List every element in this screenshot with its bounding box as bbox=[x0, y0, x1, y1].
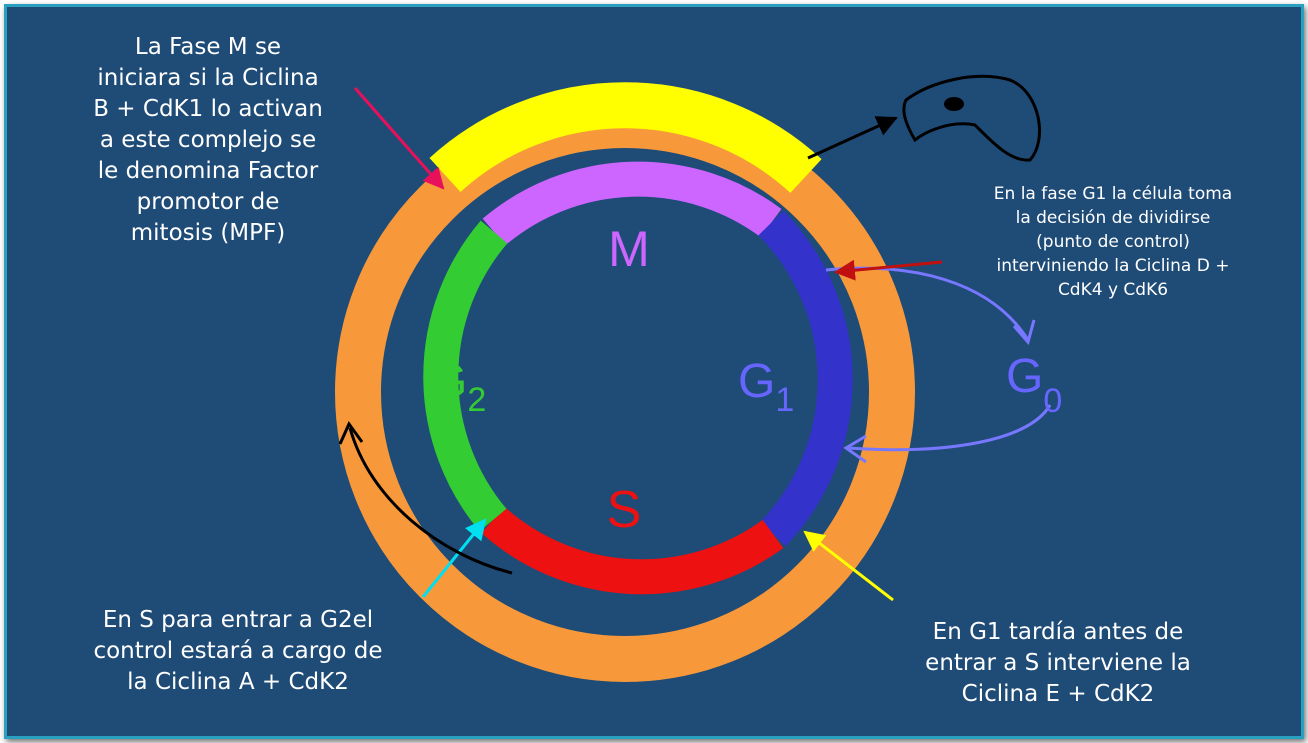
s-g2-note-line: En S para entrar a G2el bbox=[102, 607, 374, 633]
mpf-note-line: a este complejo se bbox=[99, 127, 317, 153]
g1-label: G1 bbox=[738, 355, 794, 419]
s-g2-note-line: la Ciclina A + CdK2 bbox=[127, 669, 349, 695]
mpf-note-line: La Fase M se bbox=[134, 34, 282, 60]
mpf-note-line: iniciara si la Ciclina bbox=[97, 65, 319, 91]
g1-late-note: En G1 tardía antes de entrar a S intervi… bbox=[858, 617, 1258, 710]
g0-return-arrow bbox=[847, 404, 1052, 452]
g1-late-note-line: entrar a S interviene la bbox=[925, 650, 1191, 676]
g0-exit-arrow bbox=[825, 266, 1030, 341]
s-segment bbox=[481, 506, 784, 595]
g1-decision-note-line: (punto de control) bbox=[1036, 232, 1190, 252]
cycle-direction-arrow bbox=[348, 427, 513, 575]
s-g2-note: En S para entrar a G2el control estará a… bbox=[28, 605, 448, 698]
mpf-pointer-arrow bbox=[353, 87, 445, 190]
g1-decision-note-line: CdK4 y CdK6 bbox=[1057, 280, 1169, 300]
g1-checkpoint-pointer-arrow bbox=[833, 259, 943, 281]
s-g2-pointer-arrow bbox=[421, 518, 487, 598]
mpf-note-line: B + CdK1 lo activan bbox=[93, 96, 323, 122]
cell-nucleus bbox=[944, 97, 964, 111]
m-inner-label: M bbox=[608, 221, 650, 277]
interphase-label: I bbox=[620, 628, 633, 681]
mpf-note-line: promotor de bbox=[136, 189, 280, 215]
m-phase-outer-band bbox=[429, 82, 822, 194]
cell-exit-arrow bbox=[807, 116, 898, 160]
s-label: S bbox=[607, 481, 642, 539]
g1-segment bbox=[758, 210, 853, 547]
g1-late-note-line: En G1 tardía antes de bbox=[932, 619, 1184, 645]
g0-label: G0 bbox=[1006, 350, 1062, 420]
m-phase-inner-segment bbox=[482, 161, 782, 246]
g1-decision-note-line: interviniendo la Ciclina D + bbox=[996, 256, 1230, 276]
g1-decision-note: En la fase G1 la célula toma la decisión… bbox=[938, 182, 1288, 302]
g2-label: G2 bbox=[430, 355, 486, 419]
g1-late-note-line: Ciclina E + CdK2 bbox=[961, 681, 1155, 707]
g1-decision-note-line: En la fase G1 la célula toma bbox=[993, 184, 1233, 204]
m-outer-label: M bbox=[605, 75, 648, 133]
mpf-note: La Fase M se iniciara si la Ciclina B + … bbox=[58, 32, 358, 249]
s-g2-note-line: control estará a cargo de bbox=[93, 638, 383, 664]
mpf-note-line: mitosis (MPF) bbox=[130, 220, 286, 246]
g1-decision-note-line: la decisión de dividirse bbox=[1015, 208, 1211, 228]
g2-segment bbox=[423, 220, 508, 532]
mpf-note-line: le denomina Factor bbox=[97, 158, 319, 184]
cell-sketch bbox=[902, 74, 1042, 162]
g1-late-pointer-arrow bbox=[803, 530, 894, 602]
